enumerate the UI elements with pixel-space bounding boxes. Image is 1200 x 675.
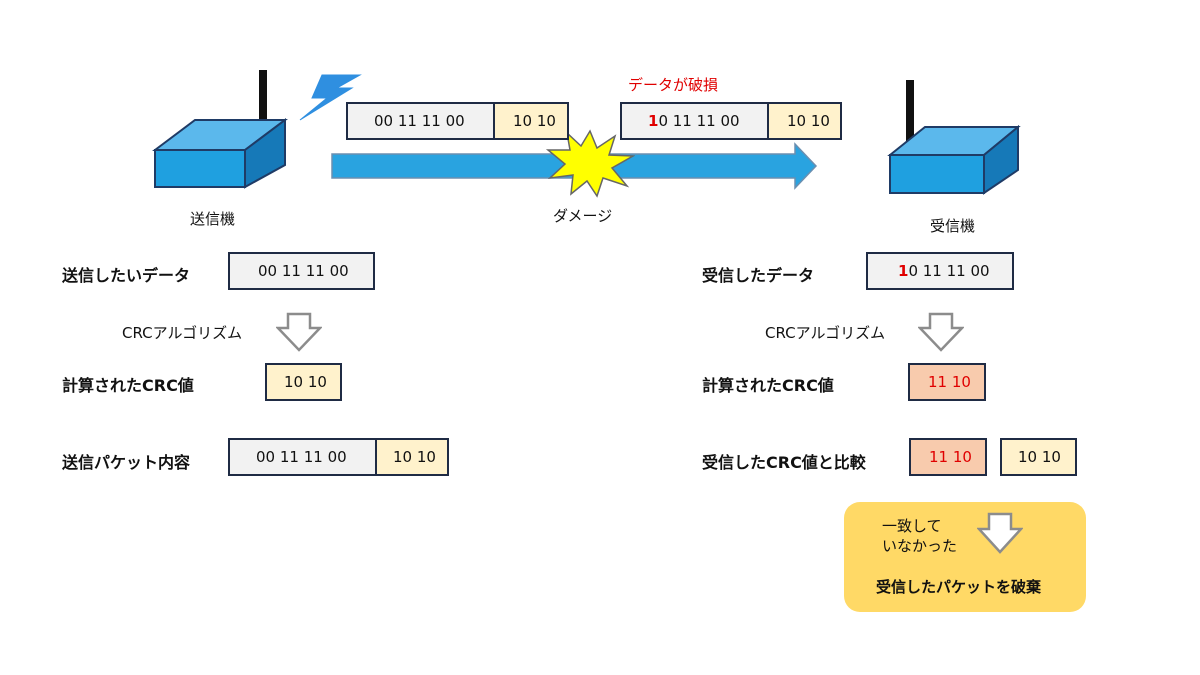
sender-label: 送信機 (190, 210, 236, 228)
corrupted-label: データが破損 (628, 76, 719, 94)
receiver-label: 受信機 (930, 217, 976, 235)
compare-received-value: 10 10 (1018, 448, 1061, 466)
transit-sent-packet: 00 11 11 00 10 10 (346, 102, 569, 140)
mismatch-line2: いなかった (882, 537, 958, 555)
result-panel: 一致して いなかった 受信したパケットを破棄 (844, 502, 1086, 612)
mismatch-line1: 一致して (882, 517, 942, 535)
sender-packet-crc: 10 10 (377, 440, 447, 474)
receiver-device-icon (887, 80, 1021, 195)
receiver-crc-value: 11 10 (928, 373, 971, 391)
sender-device-icon (152, 70, 288, 189)
sender-data-label: 送信したいデータ (62, 266, 191, 285)
receiver-data-rest: 0 11 11 00 (908, 262, 990, 280)
transit-received-data-rest: 0 11 11 00 (658, 112, 740, 130)
damage-label: ダメージ (553, 207, 613, 225)
receiver-corrupted-bit: 1 (898, 262, 909, 280)
receiver-crc-box: 11 10 (908, 363, 986, 401)
receiver-algorithm-label: CRCアルゴリズム (765, 324, 886, 342)
damage-burst-icon (545, 129, 635, 198)
receiver-compare-label: 受信したCRC値と比較 (702, 453, 866, 472)
receiver-crc-label: 計算されたCRC値 (702, 376, 834, 395)
corrupted-bit: 1 (648, 112, 659, 130)
receiver-down-arrow-icon (918, 312, 964, 352)
sender-down-arrow-icon (276, 312, 322, 352)
compare-calculated-value: 11 10 (929, 448, 972, 466)
sender-packet-box: 00 11 11 00 10 10 (228, 438, 449, 476)
sender-crc-label: 計算されたCRC値 (62, 376, 194, 395)
sender-packet-data: 00 11 11 00 (230, 440, 377, 474)
transit-sent-crc: 10 10 (495, 104, 567, 138)
lightning-icon (299, 74, 362, 121)
sender-crc-box: 10 10 (265, 363, 342, 401)
sender-algorithm-label: CRCアルゴリズム (122, 324, 243, 342)
discard-action-label: 受信したパケットを破棄 (876, 578, 1042, 596)
sender-data-box: 00 11 11 00 (228, 252, 375, 290)
compare-received-box: 10 10 (1000, 438, 1077, 476)
sender-data-value: 00 11 11 00 (258, 262, 349, 280)
transit-sent-data: 00 11 11 00 (348, 104, 495, 138)
sender-crc-value: 10 10 (284, 373, 327, 391)
receiver-data-label: 受信したデータ (702, 266, 815, 285)
transit-received-crc: 10 10 (769, 104, 840, 138)
result-down-arrow-icon (977, 512, 1023, 554)
compare-calculated-box: 11 10 (909, 438, 987, 476)
sender-packet-label: 送信パケット内容 (62, 453, 191, 472)
